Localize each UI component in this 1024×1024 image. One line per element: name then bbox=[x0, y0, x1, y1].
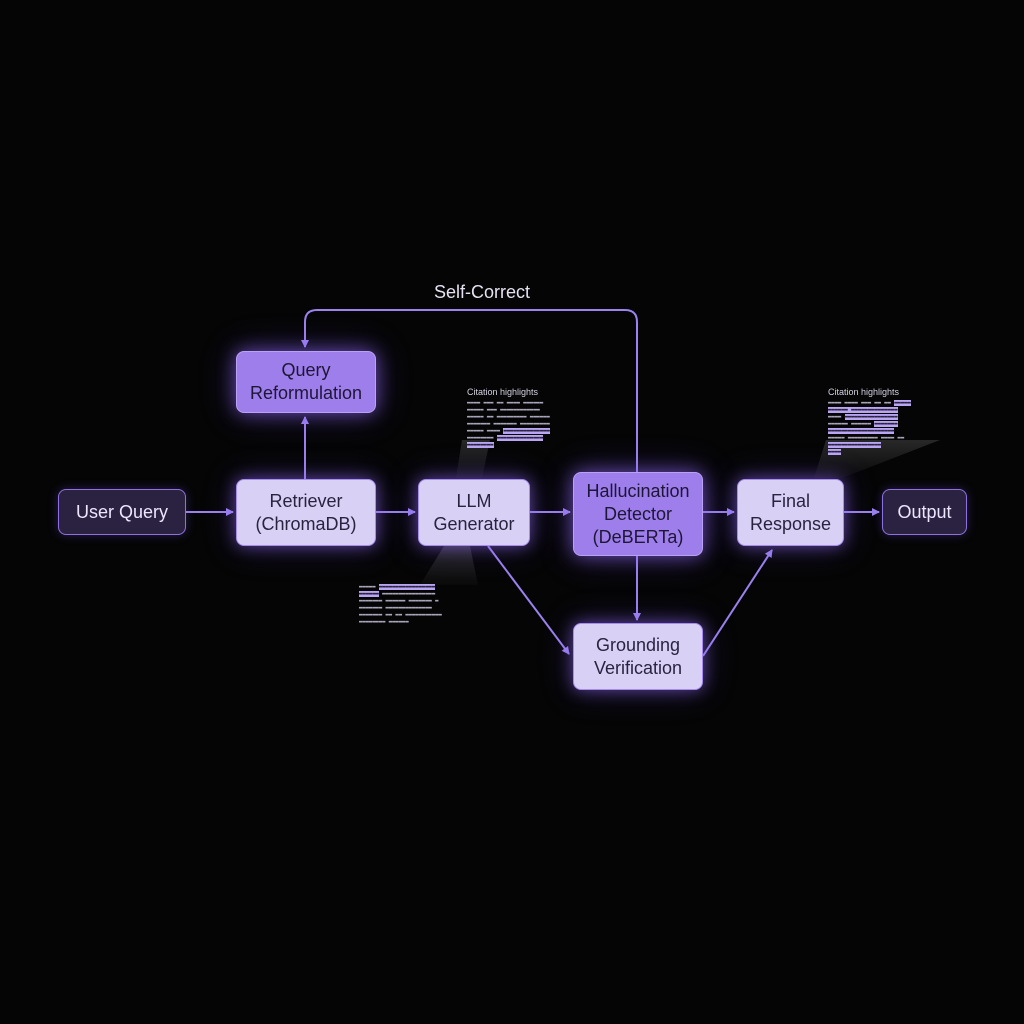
self-correct-label: Self-Correct bbox=[433, 282, 531, 302]
citation-text-line: ▬▬▬▬▬ ▬▬▬▬ ▬▬▬▬▬▬▬▬▬▬▬▬▬▬ bbox=[467, 428, 550, 434]
citation-text-line: ▬▬▬▬▬▬▬▬ ▬▬▬▬▬▬ bbox=[359, 619, 409, 625]
citation-highlight: ▬▬▬▬▬▬▬▬ bbox=[467, 442, 494, 448]
node-hallucination-detector-label: Hallucination Detector (DeBERTa) bbox=[586, 480, 690, 547]
edge-grounding-verification-to-final-response bbox=[702, 549, 773, 657]
node-llm-generator[interactable]: LLM Generator bbox=[418, 479, 530, 546]
citation-highlight: ▬▬▬▬▬▬▬▬▬▬▬▬▬▬▬▬ bbox=[844, 414, 898, 420]
node-final-response[interactable]: Final Response bbox=[737, 479, 844, 546]
node-output-label: Output bbox=[897, 501, 952, 522]
node-user-query-label: User Query bbox=[75, 501, 169, 522]
citation-text-line: ▬▬▬▬ ▬▬▬ ▬▬ ▬▬▬▬ ▬▬▬▬▬▬ bbox=[467, 400, 544, 406]
citation-text-line: ▬▬▬▬▬▬▬ ▬▬▬▬▬▬ ▬▬▬▬▬▬▬ ▬ bbox=[359, 598, 439, 604]
citation-text-line: ▬▬▬▬ ▬▬▬▬▬▬▬▬▬▬▬▬▬▬▬▬ bbox=[828, 414, 898, 420]
node-grounding-verification-label: Grounding Verification bbox=[593, 634, 683, 678]
citation-highlight: ▬▬▬▬▬▬▬▬▬▬▬▬▬▬▬▬▬▬▬▬ bbox=[828, 428, 895, 434]
node-retriever-label: Retriever (ChromaDB) bbox=[255, 490, 357, 534]
citation-callout-final: Citation highlights ▬▬▬▬ ▬▬▬▬ ▬▬▬ ▬▬ ▬▬ … bbox=[828, 387, 954, 456]
citation-text-line: ▬▬▬▬▬▬▬▬▬▬▬▬▬▬▬▬ bbox=[828, 442, 954, 449]
node-llm-generator-label: LLM Generator bbox=[433, 490, 515, 534]
citation-highlight: ▬▬▬▬▬▬▬ bbox=[874, 421, 898, 427]
citation-text-line: ▬▬▬▬▬▬▬ ▬▬▬▬▬▬▬▬▬▬▬▬▬▬ bbox=[359, 605, 432, 611]
citation-text-line: ▬▬▬▬▬▬ ▬▬▬▬▬▬▬▬▬▬▬▬▬▬▬▬ bbox=[359, 591, 436, 597]
citation-highlight: ▬▬▬▬▬▬ bbox=[359, 591, 379, 597]
citation-callout-lower: ▬▬▬▬▬ ▬▬▬▬▬▬▬▬▬▬▬▬▬▬▬▬▬ ▬▬▬▬▬▬ ▬▬▬▬▬▬▬▬▬… bbox=[359, 584, 485, 626]
citation-text-line: ▬▬▬▬ bbox=[828, 449, 954, 456]
citation-callout-llm-title: Citation highlights bbox=[467, 387, 539, 397]
citation-text-line: ▬▬▬▬▬ ▬▬▬▬▬▬▬▬▬ ▬▬▬▬ ▬▬ bbox=[828, 435, 905, 441]
citation-highlight: ▬▬▬▬▬▬▬▬▬▬▬▬▬▬▬▬▬ bbox=[378, 584, 436, 590]
citation-callout-llm: Citation highlights ▬▬▬▬ ▬▬▬ ▬▬ ▬▬▬▬ ▬▬▬… bbox=[467, 387, 595, 449]
citation-text-line: ▬▬▬▬▬▬▬▬ bbox=[467, 442, 595, 449]
citation-text-line: ▬▬▬▬▬ ▬▬ ▬▬▬▬▬▬▬▬▬ ▬▬▬▬▬▬ bbox=[467, 414, 550, 420]
citation-highlight: ▬▬▬▬▬▬▬▬▬▬▬▬▬▬ bbox=[503, 428, 550, 434]
node-output[interactable]: Output bbox=[882, 489, 967, 535]
node-query-reformulation-label: Query Reformulation bbox=[249, 360, 363, 403]
citation-highlight: ▬▬▬▬▬▬▬▬▬▬▬▬▬▬ bbox=[496, 435, 544, 441]
citation-text-line: ▬▬▬▬▬▬ ▬▬▬▬▬▬▬▬▬▬▬▬▬▬ bbox=[828, 407, 954, 414]
citation-highlight: ▬▬▬▬▬▬ ▬▬▬▬▬▬▬▬▬▬▬▬▬▬ bbox=[828, 407, 898, 413]
citation-text-line: ▬▬▬▬▬ ▬▬▬ ▬▬▬▬▬▬▬▬▬▬▬▬ bbox=[467, 407, 540, 413]
citation-callout-final-title: Citation highlights bbox=[828, 387, 900, 397]
citation-text-line: ▬▬▬▬▬▬▬▬ ▬▬▬▬▬▬▬▬▬▬▬▬▬▬ bbox=[467, 435, 544, 441]
citation-text-line: ▬▬▬▬▬ ▬▬▬▬▬▬▬▬▬▬▬▬▬▬▬▬▬ bbox=[359, 584, 436, 590]
citation-highlight: ▬▬▬▬▬ bbox=[894, 400, 911, 406]
node-query-reformulation[interactable]: Query Reformulation bbox=[236, 351, 376, 413]
node-user-query[interactable]: User Query bbox=[58, 489, 186, 535]
citation-text-line: ▬▬▬▬▬▬▬ ▬▬ ▬▬ ▬▬▬▬▬▬▬▬▬▬▬ bbox=[359, 612, 442, 618]
node-retriever[interactable]: Retriever (ChromaDB) bbox=[236, 479, 376, 546]
citation-text-line: ▬▬▬▬ ▬▬▬▬ ▬▬▬ ▬▬ ▬▬ ▬▬▬▬▬ bbox=[828, 400, 911, 406]
node-final-response-label: Final Response bbox=[749, 490, 832, 534]
citation-text-line: ▬▬▬▬▬▬▬ ▬▬▬▬▬▬▬ ▬▬▬▬▬▬▬▬▬ bbox=[467, 421, 550, 427]
node-grounding-verification[interactable]: Grounding Verification bbox=[573, 623, 703, 690]
node-hallucination-detector[interactable]: Hallucination Detector (DeBERTa) bbox=[573, 472, 703, 556]
citation-text-line: ▬▬▬▬▬▬▬▬▬▬▬▬▬▬▬▬▬▬▬▬ bbox=[828, 428, 954, 435]
citation-text-line: ▬▬▬▬▬▬ ▬▬▬▬▬▬ ▬▬▬▬▬▬▬ bbox=[828, 421, 898, 427]
citation-beam-lower bbox=[420, 546, 478, 585]
citation-highlight: ▬▬▬▬ bbox=[828, 449, 842, 455]
citation-highlight: ▬▬▬▬▬▬▬▬▬▬▬▬▬▬▬▬ bbox=[828, 442, 881, 448]
edge-llm-generator-to-grounding-verification bbox=[487, 545, 570, 655]
